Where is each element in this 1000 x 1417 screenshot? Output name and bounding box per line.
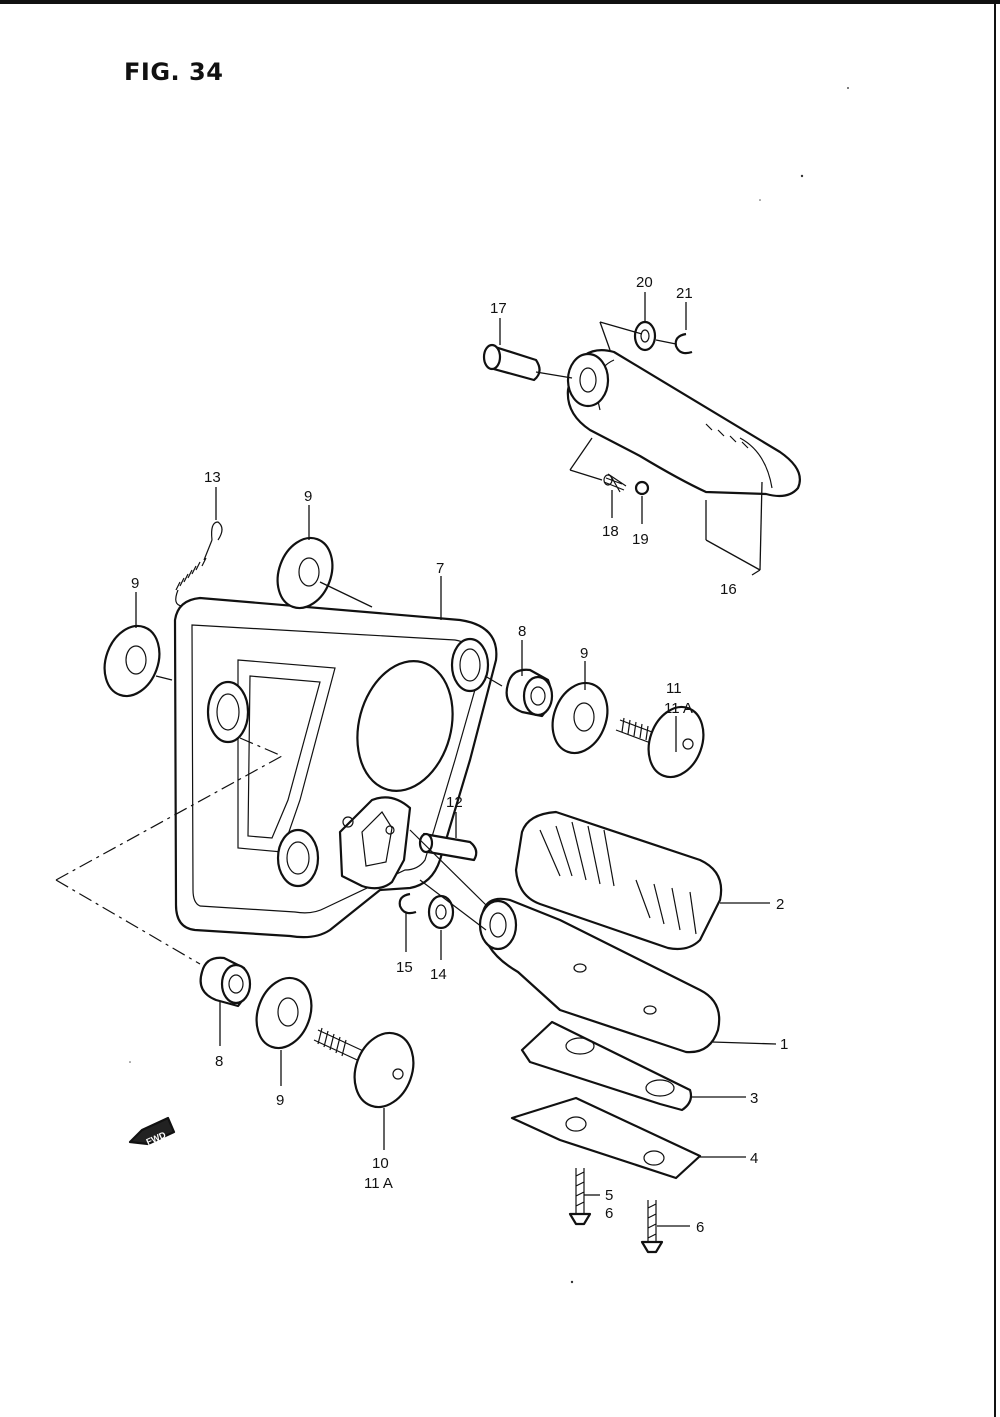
bolt-lower [313,1027,415,1109]
passenger-clip [674,332,693,355]
callout-9-left: 9 [131,575,139,592]
callout-5: 5 [605,1187,613,1204]
leader-lines [55,292,777,1227]
washer-right [551,681,609,755]
callout-19: 19 [632,531,649,548]
scan-specks [129,87,849,1284]
footrest-plate-upper [520,1020,693,1112]
footrest-plate-lower [510,1096,702,1180]
callout-9-top: 9 [304,488,312,505]
bracket-plate [173,596,498,939]
callout-10: 10 [372,1155,389,1172]
callout-12: 12 [446,794,463,811]
washer-bottom [255,976,313,1050]
callout-8-lower: 8 [215,1053,223,1070]
detent-ball [634,480,650,496]
callout-11a-lower: 11 A [364,1175,393,1192]
callout-11a-upper: 11 A [664,700,693,717]
pivot-pin [418,832,478,862]
callout-6-upper: 6 [605,1205,613,1222]
washer-left [103,624,161,698]
callout-21: 21 [676,285,693,302]
passenger-washer [633,320,657,352]
bushing-lower [199,956,252,1008]
callout-8-upper: 8 [518,623,526,640]
return-spring [175,521,223,607]
callout-6-lower: 6 [696,1219,704,1236]
passenger-pin [482,343,541,382]
callout-9-right: 9 [580,645,588,662]
footrest-rubber [514,810,723,951]
bushing-upper [505,668,554,718]
callout-16: 16 [720,581,737,598]
screw-6 [640,1200,664,1254]
callout-18: 18 [602,523,619,540]
fwd-direction-arrow: FWD [128,1116,176,1147]
callout-20: 20 [636,274,653,291]
callout-13: 13 [204,469,221,486]
footrest [478,897,721,1054]
plain-washer [427,894,455,930]
callout-7: 7 [436,560,444,577]
callout-3: 3 [750,1090,758,1107]
passenger-footrest [566,349,801,498]
e-clip [398,892,417,915]
callout-labels: 1 2 3 4 5 6 6 7 8 8 9 9 9 9 10 11 11 A 1… [131,274,788,1236]
washer-top [276,536,334,610]
figure-title: FIG. 34 [124,58,224,86]
callout-1: 1 [780,1036,788,1053]
screw-5-6 [568,1168,592,1226]
callout-15: 15 [396,959,413,976]
callout-9-bottom: 9 [276,1092,284,1109]
detent-spring [603,473,627,493]
callout-2: 2 [776,896,784,913]
callout-4: 4 [750,1150,758,1167]
callout-14: 14 [430,966,447,983]
callout-11: 11 [666,680,682,697]
callout-17: 17 [490,300,507,317]
